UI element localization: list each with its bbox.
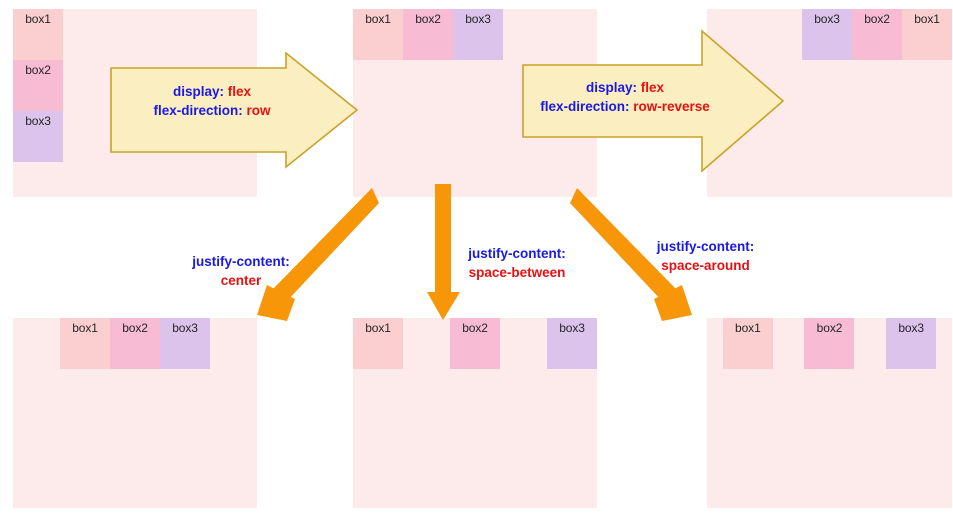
- justify-content-center-container: box1 box2 box3: [13, 318, 257, 508]
- block-arrow-label: display: flex flex-direction: row: [88, 82, 336, 120]
- box-item: box1: [353, 9, 403, 60]
- box-item: box2: [403, 9, 453, 60]
- box-item: box3: [160, 318, 210, 369]
- property-name: justify-content:: [656, 239, 755, 254]
- box-item: box1: [902, 9, 952, 60]
- box-item: box3: [886, 318, 937, 369]
- justify-content-center-caption: justify-content: center: [185, 252, 297, 290]
- diagonal-down-right-arrow-icon: [570, 184, 705, 324]
- property-value: row: [246, 103, 271, 118]
- property-name: flex-direction:: [153, 103, 243, 118]
- box-item: box3: [547, 318, 597, 369]
- justify-content-space-around-container: box1 box2 box3: [707, 318, 952, 508]
- box-item: box1: [722, 318, 773, 369]
- property-name: display:: [172, 84, 224, 99]
- box-item: box1: [353, 318, 403, 369]
- box-item: box1: [60, 318, 110, 369]
- diagonal-down-left-arrow-icon: [245, 184, 380, 324]
- box-item: box2: [110, 318, 160, 369]
- property-name: justify-content:: [468, 246, 566, 261]
- box-item: box1: [13, 9, 63, 60]
- property-value: flex: [640, 80, 665, 95]
- property-value: flex: [227, 84, 252, 99]
- property-name: display:: [585, 80, 637, 95]
- justify-content-space-between-container: box1 box2 box3: [353, 318, 597, 508]
- box-item: box2: [852, 9, 902, 60]
- property-name: flex-direction:: [540, 99, 630, 114]
- box-item: box2: [804, 318, 855, 369]
- box-item: box3: [802, 9, 852, 60]
- right-block-arrow-icon: display: flex flex-direction: row-revers…: [522, 29, 785, 173]
- property-value: space-between: [468, 265, 566, 280]
- justify-content-space-around-caption: justify-content: space-around: [644, 237, 767, 275]
- justify-content-space-between-caption: justify-content: space-between: [452, 244, 582, 282]
- box-item: box3: [13, 111, 63, 162]
- property-value: row-reverse: [633, 99, 710, 114]
- right-block-arrow-icon: display: flex flex-direction: row: [110, 51, 359, 169]
- box-item: box3: [453, 9, 503, 60]
- box-item: box2: [450, 318, 500, 369]
- property-value: center: [220, 273, 262, 288]
- property-name: justify-content:: [192, 254, 290, 269]
- down-arrow-icon: [424, 184, 464, 321]
- box-item: box2: [13, 60, 63, 111]
- property-value: space-around: [661, 258, 750, 273]
- block-arrow-label: display: flex flex-direction: row-revers…: [494, 78, 756, 116]
